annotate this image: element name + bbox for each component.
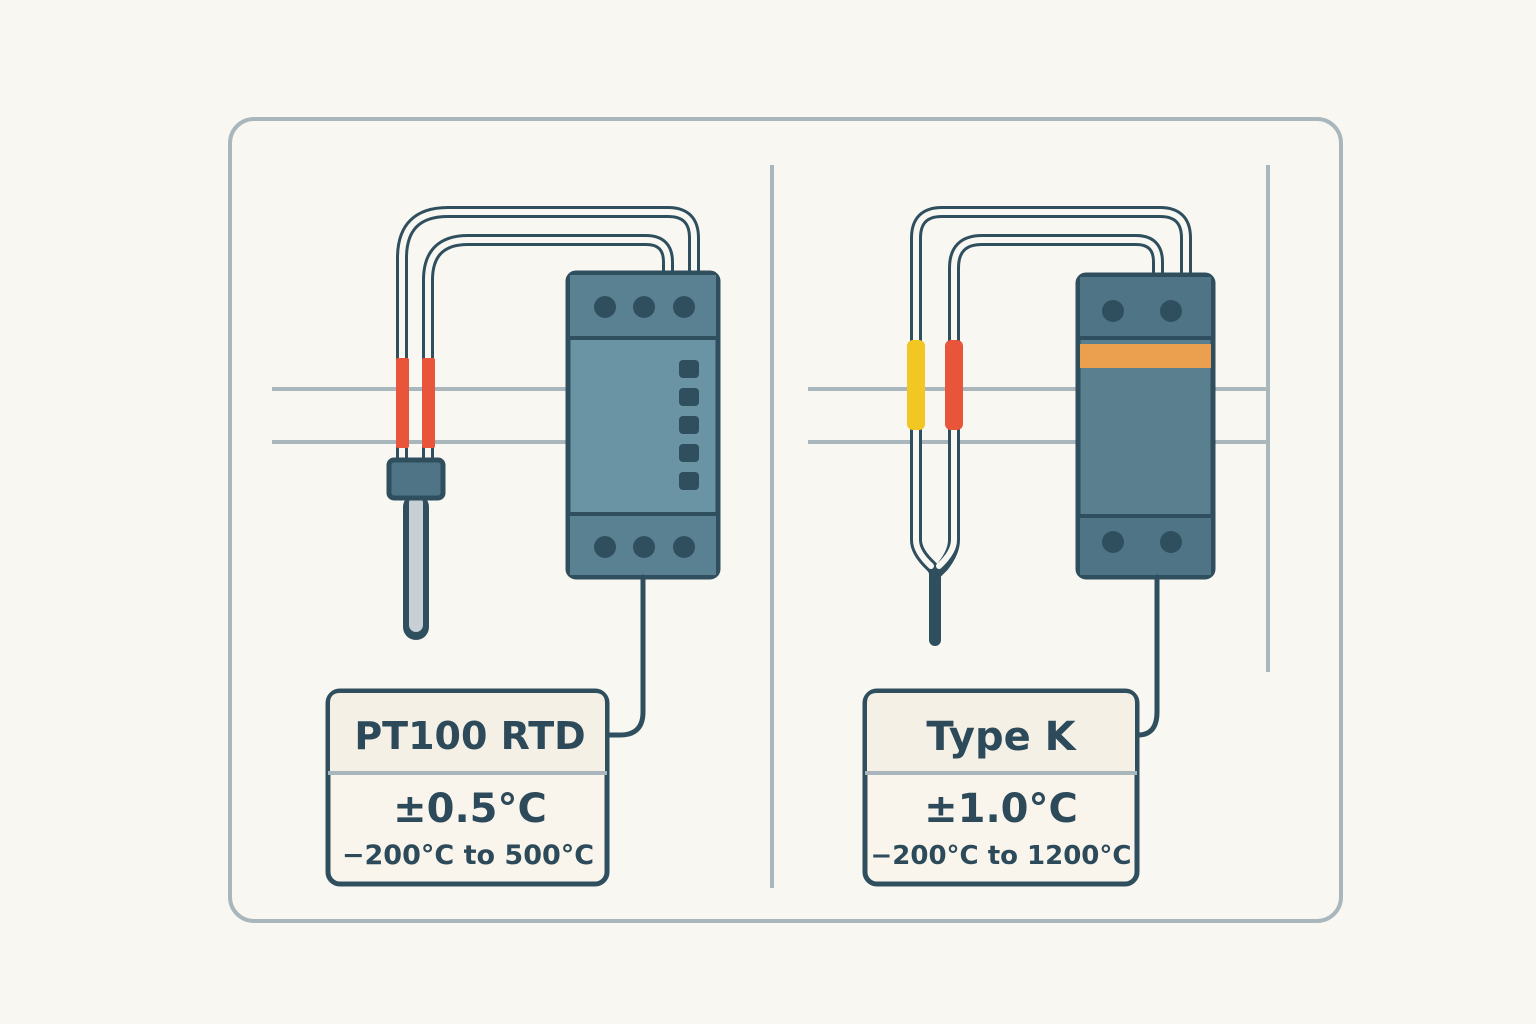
tc-red-lead — [945, 340, 963, 430]
tc-range: −200°C to 1200°C — [871, 841, 1132, 871]
rtd-red-lead-1 — [396, 358, 409, 448]
rtd-range: −200°C to 500°C — [342, 840, 594, 871]
right-panel: Type K ±1.0°C −200°C to 1200°C — [862, 206, 1216, 887]
rtd-transmitter-module — [565, 270, 721, 580]
tc-transmitter-module — [1075, 272, 1216, 580]
tc-accuracy: ±1.0°C — [924, 786, 1078, 832]
tc-yellow-lead — [907, 340, 925, 430]
rtd-title: PT100 RTD — [354, 714, 585, 758]
rtd-spec-label: PT100 RTD ±0.5°C −200°C to 500°C — [325, 688, 610, 887]
tc-spec-label: Type K ±1.0°C −200°C to 1200°C — [862, 688, 1140, 887]
left-panel: PT100 RTD ±0.5°C −200°C to 500°C — [325, 206, 721, 887]
rtd-red-lead-2 — [422, 358, 435, 448]
left-rails — [272, 387, 570, 444]
tc-orange-band — [1080, 344, 1211, 368]
rtd-probe-icon — [386, 457, 446, 640]
tc-signal-wire — [1135, 574, 1160, 738]
tc-title: Type K — [926, 714, 1077, 760]
rtd-accuracy: ±0.5°C — [393, 786, 547, 832]
rtd-signal-wire — [603, 574, 646, 738]
